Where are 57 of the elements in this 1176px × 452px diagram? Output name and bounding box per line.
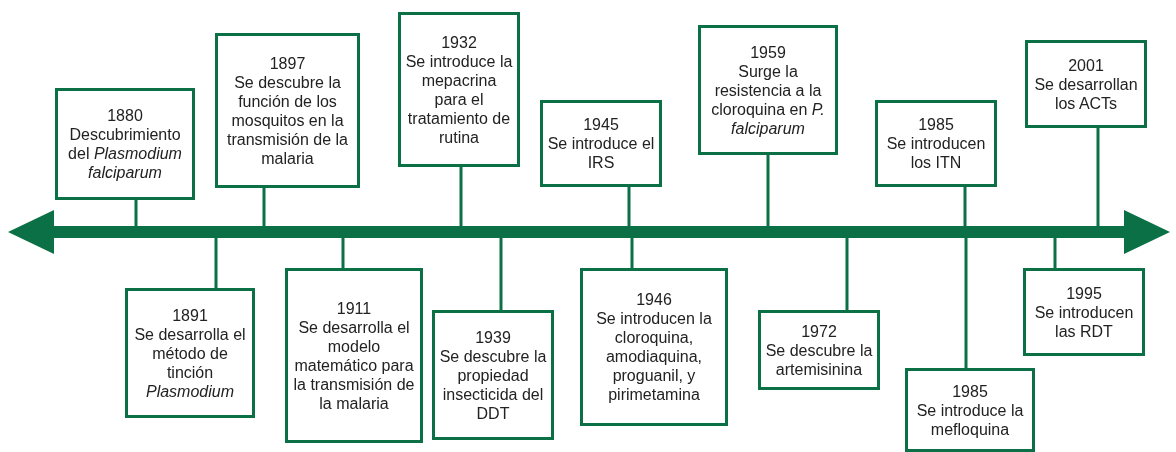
connector-line bbox=[459, 167, 463, 226]
event-text: Se introduce la mefloquina bbox=[915, 400, 1025, 439]
connector-line bbox=[845, 238, 849, 310]
event-box bbox=[215, 33, 360, 188]
connector-line bbox=[341, 238, 345, 268]
year-label: 1939 bbox=[475, 327, 511, 347]
connector-line bbox=[627, 187, 631, 226]
year-label: 1880 bbox=[107, 106, 143, 125]
event-box bbox=[758, 310, 880, 390]
year-label: 2001 bbox=[1068, 55, 1104, 75]
event-text: Se desarrollan los ACTs bbox=[1033, 74, 1139, 113]
event-box bbox=[1023, 268, 1145, 356]
connector-line bbox=[134, 200, 138, 226]
year-label: 1959 bbox=[750, 42, 786, 62]
event-text: Se desarrolla el método de tinción Plasmodium bbox=[133, 324, 247, 401]
event-box bbox=[285, 268, 423, 443]
event-box bbox=[1025, 40, 1147, 128]
event-text: Se descubre la propiedad insecticida del DDT bbox=[439, 346, 547, 423]
event-text: Descubrimiento del Plasmodium falciparum bbox=[67, 125, 183, 182]
year-label: 1945 bbox=[583, 115, 619, 134]
year-label: 1897 bbox=[269, 53, 306, 73]
connector-line bbox=[630, 238, 634, 268]
connector-line bbox=[1096, 128, 1100, 226]
year-label: 1932 bbox=[441, 32, 477, 52]
connector-line bbox=[499, 238, 503, 310]
event-text: Se descubre la función de los mosquitos en la transmisión de la malaria bbox=[226, 72, 349, 168]
connector-line bbox=[1053, 238, 1057, 268]
event-box bbox=[398, 12, 520, 167]
event-box bbox=[905, 368, 1035, 452]
connector-line bbox=[214, 238, 218, 288]
event-text: Surge la resistencia a la cloroquina en P. falciparum bbox=[710, 61, 826, 138]
connector-line bbox=[963, 187, 967, 226]
connector-line bbox=[964, 238, 968, 368]
event-box bbox=[580, 268, 728, 426]
year-label: 1985 bbox=[918, 115, 954, 134]
year-label: 1946 bbox=[636, 290, 672, 309]
event-box bbox=[698, 25, 838, 155]
connector-line bbox=[766, 155, 770, 226]
event-text: Se introducen la cloroquina, amodiaquina, proguanil, y pirimetamina bbox=[595, 309, 713, 404]
event-box bbox=[875, 100, 997, 187]
year-label: 1995 bbox=[1066, 283, 1102, 303]
event-box bbox=[432, 310, 554, 440]
connector-line bbox=[262, 188, 266, 226]
event-text: Se introducen los ITN bbox=[885, 134, 987, 172]
timeline-arrow bbox=[8, 210, 1170, 254]
event-text: Se introducen las RDT bbox=[1033, 302, 1135, 341]
event-text: Se descubre la artemisinina bbox=[765, 340, 873, 379]
year-label: 1891 bbox=[172, 305, 208, 325]
event-text: Se introduce la mepacrina para el tratamiento de rutina bbox=[405, 51, 513, 147]
year-label: 1985 bbox=[952, 381, 988, 401]
event-box bbox=[55, 88, 195, 200]
year-label: 1911 bbox=[336, 298, 372, 318]
event-text: Se introduce el IRS bbox=[547, 134, 655, 172]
event-text: Se desarrolla el modelo matemático para la transmisión de la malaria bbox=[292, 317, 416, 413]
event-box bbox=[540, 100, 662, 187]
event-box bbox=[125, 288, 255, 418]
year-label: 1972 bbox=[801, 321, 837, 341]
